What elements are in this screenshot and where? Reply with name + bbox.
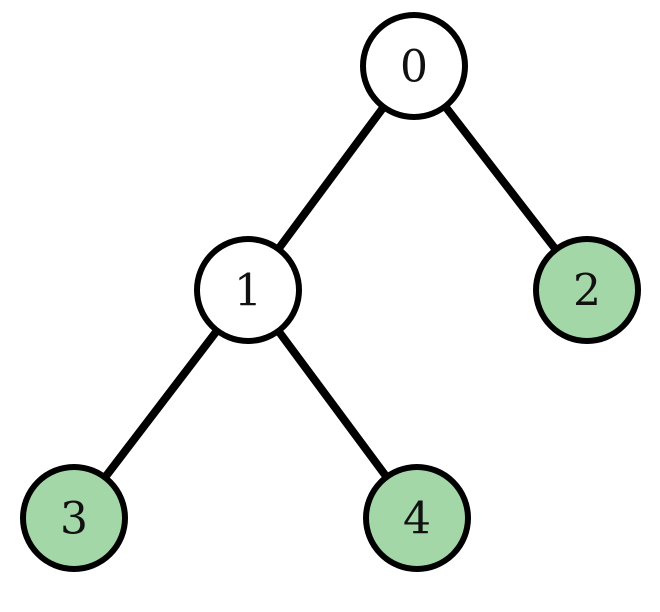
node-circle-3[interactable] [20, 464, 128, 572]
node-layer: 0 1 2 3 4 [20, 12, 641, 572]
node-circle-4[interactable] [363, 464, 471, 572]
node-0[interactable]: 0 [360, 12, 468, 120]
node-label-2: 2 [573, 266, 601, 317]
node-2[interactable]: 2 [533, 236, 641, 344]
node-label-3: 3 [60, 494, 88, 545]
node-1[interactable]: 1 [194, 236, 302, 344]
edge-layer [70, 62, 591, 522]
node-4[interactable]: 4 [363, 464, 471, 572]
node-label-1: 1 [234, 266, 262, 317]
node-label-4: 4 [403, 494, 431, 545]
node-circle-2[interactable] [533, 236, 641, 344]
node-label-0: 0 [400, 42, 428, 93]
node-3[interactable]: 3 [20, 464, 128, 572]
node-circle-0[interactable] [360, 12, 468, 120]
node-circle-1[interactable] [194, 236, 302, 344]
